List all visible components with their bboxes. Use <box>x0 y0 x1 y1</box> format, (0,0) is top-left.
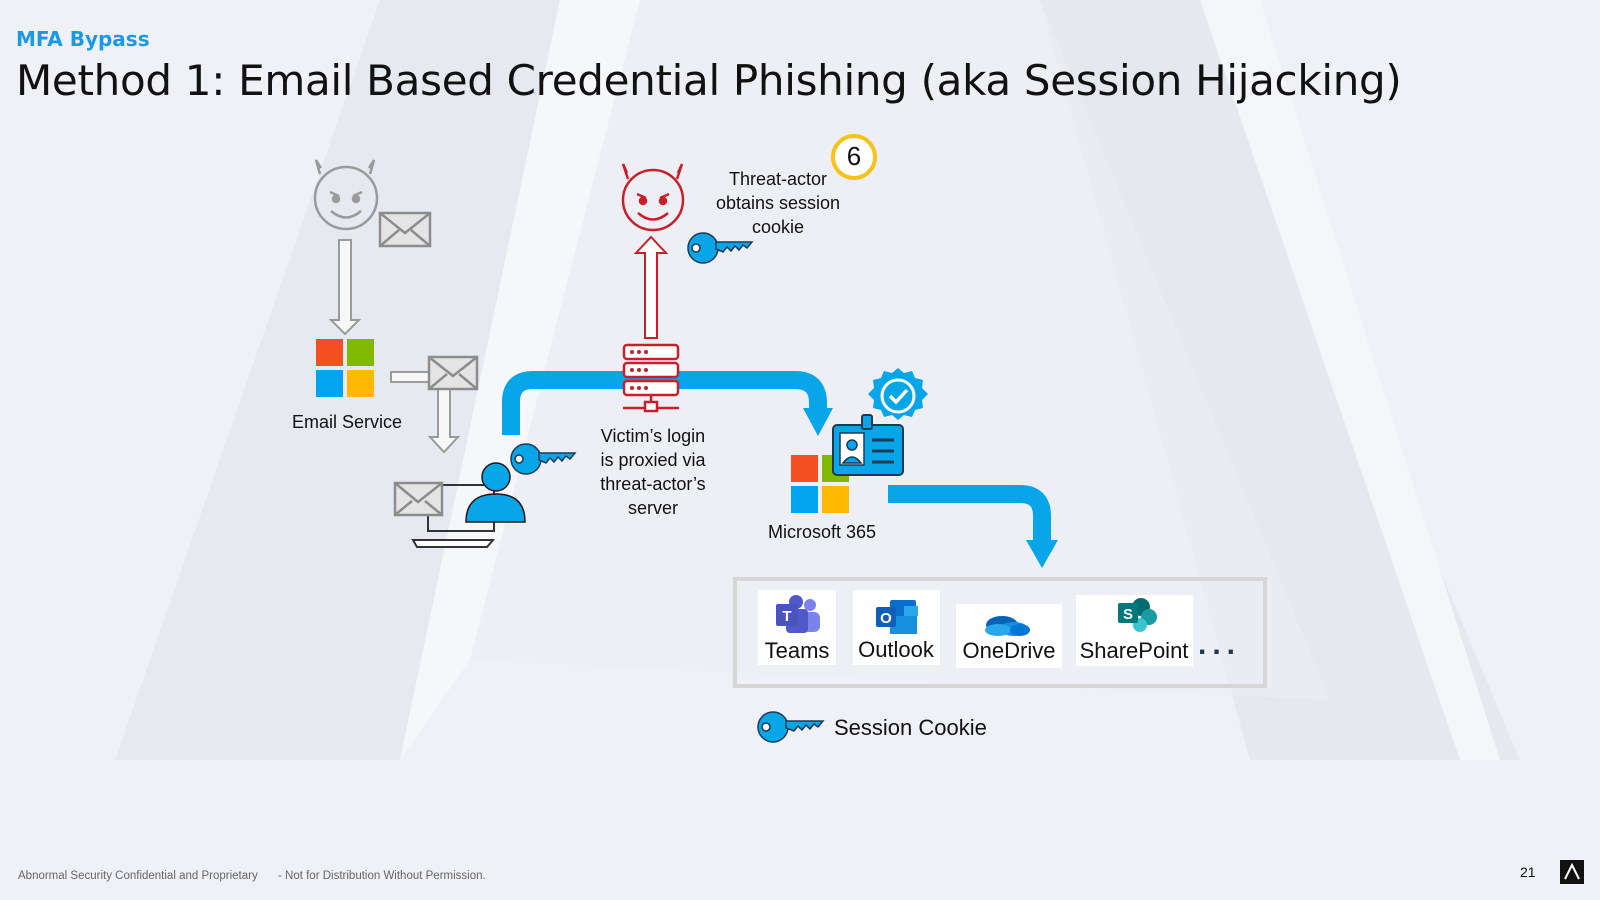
envelope-icon <box>393 481 444 517</box>
slide-title: Method 1: Email Based Credential Phishin… <box>16 56 1402 105</box>
threat-actor-label-line: Threat-actor <box>728 169 828 189</box>
apps-container <box>733 577 1267 688</box>
proxy-label-line: server <box>627 498 678 518</box>
threat-actor-label-line: obtains session <box>715 193 841 213</box>
microsoft-logo-icon <box>316 339 374 397</box>
id-card-icon <box>832 414 904 476</box>
red-arrow-up-icon <box>633 235 669 339</box>
sharepoint-label: SharePoint <box>1079 638 1189 663</box>
section-label: MFA Bypass <box>16 27 150 51</box>
page-number: 21 <box>1520 864 1536 880</box>
svg-text:O: O <box>880 610 892 627</box>
company-logo <box>1560 860 1584 884</box>
proxy-label: Victim’s login is proxied via threat-act… <box>578 424 728 520</box>
blue-flow-arrow-icon <box>888 485 1058 568</box>
onedrive-icon <box>985 616 1030 636</box>
envelope-icon <box>427 355 479 391</box>
svg-text:S: S <box>1123 606 1133 623</box>
victim-user-icon <box>465 462 526 523</box>
verified-badge-icon <box>868 368 928 420</box>
microsoft-365-logo-icon <box>791 455 849 513</box>
footer-distribution: - Not for Distribution Without Permissio… <box>278 870 486 882</box>
proxy-label-line: Victim’s login <box>600 426 706 446</box>
threat-actor-label-line: cookie <box>751 217 805 237</box>
proxy-label-line: is proxied via <box>600 450 706 470</box>
session-cookie-key-icon <box>687 232 754 264</box>
step-number-badge <box>831 134 877 180</box>
proxy-label-line: threat-actor’s <box>600 474 706 494</box>
session-cookie-key-icon <box>510 443 577 475</box>
envelope-icon <box>378 211 432 248</box>
microsoft-365-label: Microsoft 365 <box>767 522 877 542</box>
gray-elbow-arrow-icon <box>390 371 461 454</box>
teams-icon: T <box>776 595 820 633</box>
step-number: 6 <box>846 141 862 171</box>
gray-arrow-down-icon <box>328 239 362 336</box>
svg-text:T: T <box>782 608 791 625</box>
onedrive-label: OneDrive <box>962 638 1056 663</box>
email-service-label: Email Service <box>291 412 403 432</box>
legend-label: Session Cookie <box>834 715 987 740</box>
more-apps-ellipsis: ... <box>1198 628 1242 661</box>
threat-actor-label: Threat-actor obtains session cookie <box>700 167 856 239</box>
onedrive-tile <box>956 604 1062 668</box>
outlook-icon: O <box>876 600 918 634</box>
threat-actor-devil-icon <box>621 163 685 232</box>
outlook-label: Outlook <box>858 637 934 662</box>
teams-label: Teams <box>764 638 830 663</box>
sharepoint-icon: S <box>1118 598 1157 632</box>
attacker-devil-icon <box>313 159 379 231</box>
footer-confidential: Abnormal Security Confidential and Propr… <box>18 870 258 882</box>
legend-key-icon <box>757 711 825 743</box>
proxy-server-icon <box>622 343 680 413</box>
